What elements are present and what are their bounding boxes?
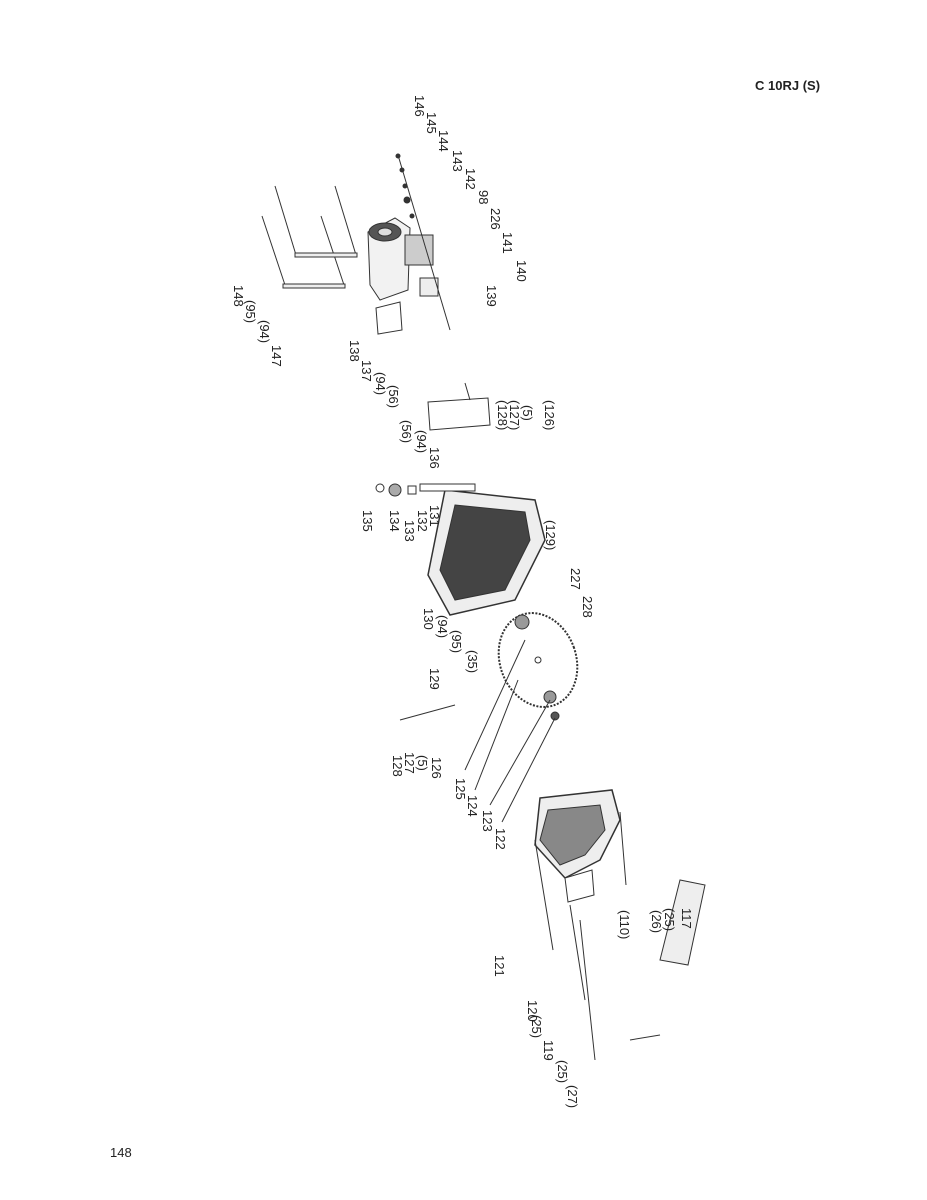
part-callout: 120 [525,1000,540,1022]
part-callout: (94) [414,430,429,454]
part-callout: 123 [480,810,495,832]
part-callout: 135 [360,510,375,532]
part-callout: 140 [514,260,529,282]
part-callout: (26) [649,910,664,934]
part-callout: (25) [662,908,677,932]
part-callout: 228 [580,596,595,618]
part-callout: (129) [543,520,558,551]
part-callout: 117 [679,908,694,929]
rods [282,252,358,289]
part-callout: 148 [231,285,246,307]
saw-blade [497,612,579,721]
part-callout: 122 [493,828,508,850]
model-title: C 10RJ (S) [755,78,821,93]
part-117-cover [629,879,706,1041]
part-callout: 126 [429,757,444,779]
fastener-chain-top [261,153,451,331]
part-callout: 144 [436,130,451,152]
part-callout: (95) [449,630,464,654]
plate-136 [427,382,491,431]
part-callout: 98 [476,190,491,205]
part-callout: (128) [495,400,510,431]
page-number: 148 [110,1145,132,1160]
part-callout: 127 [402,752,417,774]
part-callout: (94) [257,320,272,344]
part-callout: 131 [427,505,442,527]
part-callout: (25) [529,1015,544,1039]
part-callout: 139 [484,285,499,307]
part-callout: 142 [463,168,478,190]
part-callout: 147 [269,345,284,367]
part-callout: 121 [492,955,507,977]
motor-assembly [367,217,439,335]
part-callout: 125 [453,778,468,800]
part-callout: (25) [555,1060,570,1084]
gear-case [375,483,546,616]
part-callout: (35) [465,650,480,674]
part-callout: (110) [617,910,632,940]
part-callout: 137 [359,360,374,382]
part-callout: 146 [412,95,427,117]
part-callout: 119 [541,1040,556,1061]
part-callout: 133 [402,520,417,542]
part-callout: (56) [386,385,401,409]
part-callout: (5) [415,755,430,771]
part-callout: 226 [488,208,503,230]
part-callout: (95) [243,300,258,324]
part-callout: 128 [390,755,405,777]
part-callout: (94) [435,615,450,639]
part-callout: (126) [542,400,557,431]
part-callout: 132 [415,510,430,532]
part-callout: 134 [387,510,402,532]
part-callout: 143 [450,150,465,172]
part-callout: (56) [399,420,414,444]
part-callout: 227 [568,568,583,590]
part-callout: (94) [373,372,388,396]
part-callout: 141 [500,232,515,254]
part-callout: 124 [465,795,480,817]
part-callout: (127) [507,400,522,431]
part-callout: 136 [427,447,442,469]
blade-guard [534,789,621,903]
part-callout: (27) [565,1085,580,1109]
part-callout: (5) [520,405,535,421]
part-callout: 129 [427,668,442,690]
part-callout: 145 [424,112,439,134]
leader-lines [399,639,627,1061]
part-callout: 130 [421,608,436,630]
part-callout: 138 [347,340,362,362]
